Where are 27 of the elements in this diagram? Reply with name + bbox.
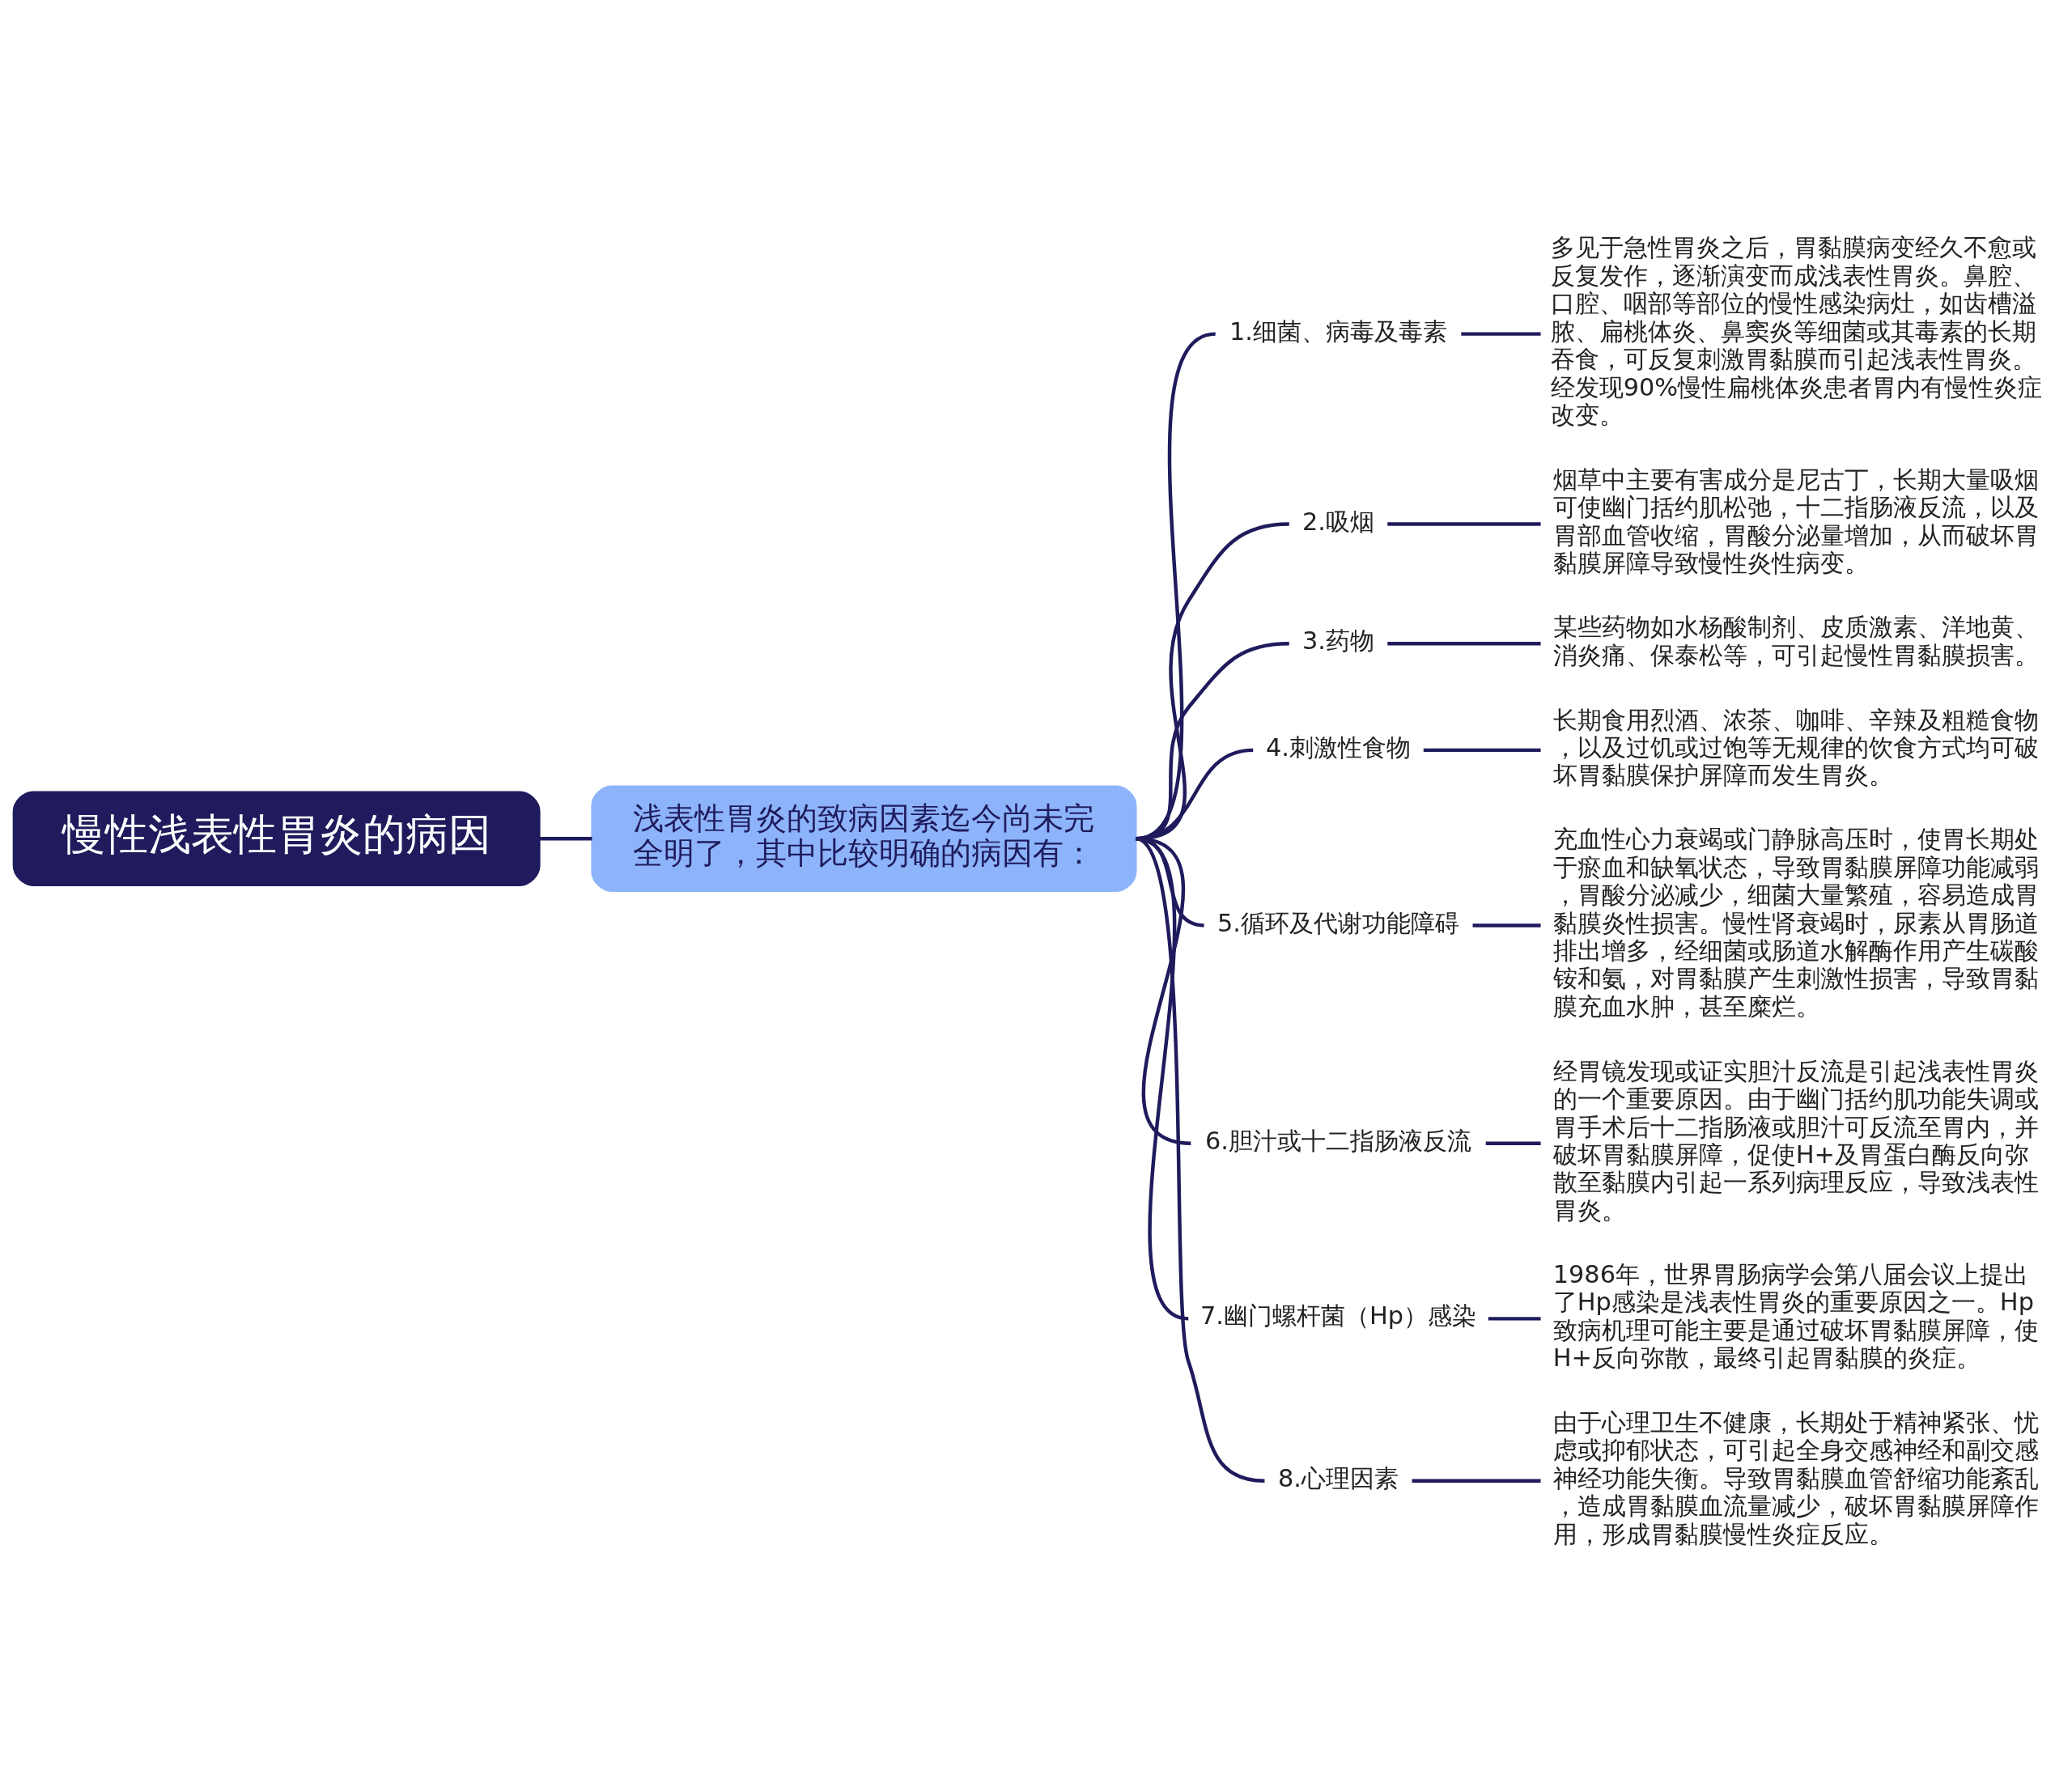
node-text: 1.细菌、病毒及毒素 [1229, 316, 1448, 346]
node-text: 5.循环及代谢功能障碍 [1217, 908, 1460, 937]
node-text: 多见于急性胃炎之后，胃黏膜病变经久不愈或反复发作，逐渐演变而成浅表性胃炎。鼻腔、口腔、咽部等部位的慢性感染病灶，如齿槽溢脓、扁桃体炎、鼻窦炎等细菌或其毒素的长期吞食，可反复刺激胃黏膜而引起浅表性胃炎。经发现90%慢性扁桃体炎患者胃内有慢性炎症改变。 [1550, 233, 2043, 429]
connector [1387, 522, 1541, 526]
node-box: 浅表性胃炎的致病因素迄今尚未完全明了，其中比较明确的病因有： [591, 785, 1137, 892]
node-text: 2.吸烟 [1302, 507, 1375, 536]
connector [1485, 1141, 1541, 1145]
connector [1461, 332, 1541, 336]
connector [1472, 923, 1541, 927]
node-text: 充血性心力衰竭或门静脉高压时，使胃长期处于瘀血和缺氧状态，导致胃黏膜屏障功能减弱，胃酸分泌减少，细菌大量繁殖，容易造成胃黏膜炎性损害。慢性肾衰竭时，尿素从胃肠道排出增多，经细菌或肠道水解酶作用产生碳酸铵和氨，对胃黏膜产生刺激性损害，导致胃黏膜充血水肿，甚至糜烂。 [1552, 825, 2039, 1021]
node-text: 7.幽门螺杆菌（Hp）感染 [1199, 1301, 1477, 1331]
node-text: 长期食用烈酒、浓茶、咖啡、辛辣及粗糙食物，以及过饥或过饱等无规律的饮食方式均可破坏胃黏膜保护屏障而发生胃炎。 [1552, 705, 2039, 790]
node-text: 烟草中主要有害成分是尼古丁，长期大量吸烟可使幽门括约肌松弛，十二指肠液反流，以及胃部血管收缩，胃酸分泌量增加，从而破坏胃黏膜屏障导致慢性炎性病变。 [1552, 465, 2039, 578]
connector [539, 836, 592, 841]
connector [1488, 1317, 1541, 1321]
node-text: 6.胆汁或十二指肠液反流 [1205, 1126, 1472, 1155]
connector [1423, 748, 1541, 753]
node-text: 3.药物 [1302, 626, 1375, 656]
connector [1412, 1479, 1541, 1483]
node-text: 某些药物如水杨酸制剂、皮质激素、洋地黄、消炎痛、保泰松等，可引起慢性胃黏膜损害。 [1552, 613, 2039, 669]
node-text: 4.刺激性食物 [1266, 732, 1412, 762]
connector [1387, 642, 1541, 646]
node-text: 1986年，世界胃肠病学会第八届会议上提出了Hp感染是浅表性胃炎的重要原因之一。Hp致病机理可能主要是通过破坏胃黏膜屏障，使H+反向弥散，最终引起胃黏膜的炎症。 [1552, 1259, 2039, 1373]
node-text: 由于心理卫生不健康，长期处于精神紧张、忧虑或抑郁状态，可引起全身交感神经和副交感神经功能失衡。导致胃黏膜血管舒缩功能紊乱，造成胃黏膜血流量减少，破坏胃黏膜屏障作用，形成胃黏膜慢性炎症反应。 [1552, 1408, 2039, 1548]
node-text: 经胃镜发现或证实胆汁反流是引起浅表性胃炎的一个重要原因。由于幽门括约肌功能失调或胃手术后十二指肠液或胆汁可反流至胃内，并破坏胃黏膜屏障，促使H+及胃蛋白酶反向弥散至黏膜内引起一系列病理反应，导致浅表性胃炎。 [1552, 1056, 2039, 1225]
node-text: 8.心理因素 [1278, 1463, 1399, 1492]
node-box: 慢性浅表性胃炎的病因 [12, 791, 541, 886]
